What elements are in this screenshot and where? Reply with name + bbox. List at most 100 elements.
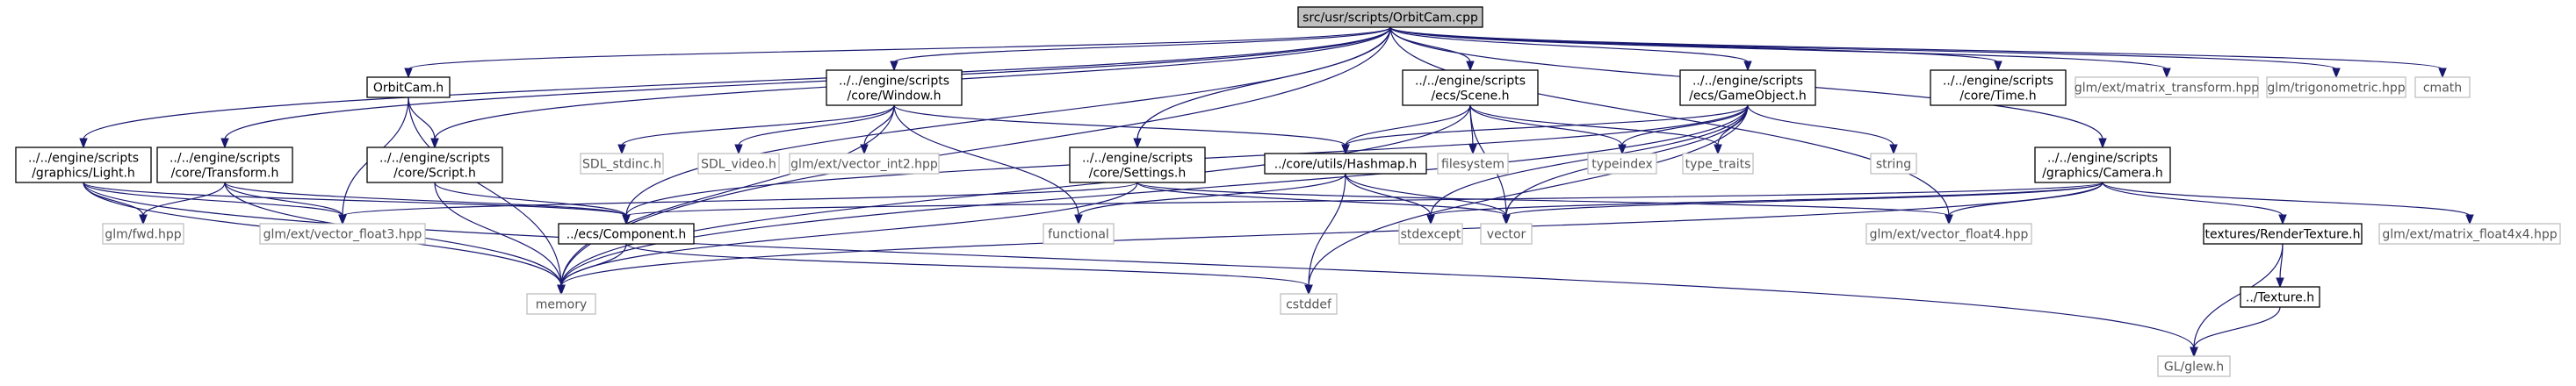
node-script[interactable]: ../../engine/scripts/core/Script.h — [366, 147, 503, 183]
node-mf4x4[interactable]: glm/ext/matrix_float4x4.hpp — [2378, 223, 2561, 245]
node-fwd[interactable]: glm/fwd.hpp — [102, 223, 184, 245]
edge-camera-to-component — [622, 182, 2103, 225]
node-rtex[interactable]: textures/RenderTexture.h — [2203, 223, 2363, 245]
node-label: GL/glew.h — [2164, 361, 2224, 375]
node-sdlvideo[interactable]: SDL_video.h — [697, 153, 780, 175]
node-label: filesystem — [1441, 158, 1504, 172]
node-filesystem[interactable]: filesystem — [1437, 153, 1509, 175]
node-vecf3[interactable]: glm/ext/vector_float3.hpp — [259, 223, 426, 245]
node-component[interactable]: ../ecs/Component.h — [558, 223, 695, 245]
edge-orbitcamh-to-script — [408, 96, 439, 149]
node-functional[interactable]: functional — [1043, 223, 1115, 245]
node-label: typeindex — [1591, 158, 1653, 172]
node-label: memory — [536, 298, 588, 312]
edge-settings-to-vecf3 — [338, 182, 1138, 225]
node-label: cstddef — [1286, 298, 1332, 312]
node-hashmap[interactable]: ../core/utils/Hashmap.h — [1264, 153, 1427, 175]
node-label: glm/ext/vector_float4.hpp — [1870, 228, 2029, 242]
node-mtransform[interactable]: glm/ext/matrix_transform.hpp — [2075, 76, 2259, 98]
node-window[interactable]: ../../engine/scripts/core/Window.h — [826, 69, 963, 106]
node-cstddef[interactable]: cstddef — [1280, 293, 1338, 315]
edge-window-to-sdlstdinc — [617, 104, 895, 155]
node-label: textures/RenderTexture.h — [2205, 228, 2361, 242]
edge-gameobject-to-hashmap — [1341, 104, 1749, 155]
node-label: ../../engine/scripts — [1082, 152, 1193, 166]
edge-script-to-memory — [434, 182, 566, 296]
edge-camera-to-stdexcept — [1426, 182, 2103, 225]
node-label: stdexcept — [1401, 228, 1461, 242]
edge-root-to-orbitcamh — [404, 26, 1391, 79]
edge-transform-to-fwd — [139, 182, 226, 225]
node-label: /graphics/Light.h — [32, 167, 135, 181]
node-label: glm/fwd.hpp — [105, 228, 181, 242]
node-label: cmath — [2423, 82, 2462, 96]
node-label: ../../engine/scripts — [2047, 152, 2158, 166]
node-label: glm/ext/matrix_transform.hpp — [2075, 82, 2259, 96]
node-label: ../../engine/scripts — [1943, 75, 2053, 89]
node-layer: src/usr/scripts/OrbitCam.cpp ../../engine… — [15, 6, 2561, 377]
node-stdexcept[interactable]: stdexcept — [1398, 223, 1463, 245]
edge-orbitcamh-to-memory — [408, 96, 566, 296]
node-label: ../../engine/scripts — [1415, 75, 1526, 89]
node-label: ../../engine/scripts — [839, 75, 949, 89]
node-cmath[interactable]: cmath — [2414, 76, 2471, 98]
node-camera[interactable]: ../../engine/scripts/graphics/Camera.h — [2034, 147, 2171, 183]
edge-camera-to-mf4x4 — [2102, 182, 2474, 225]
node-scene[interactable]: ../../engine/scripts/ecs/Scene.h — [1402, 69, 1539, 106]
node-vector[interactable]: vector — [1480, 223, 1533, 245]
node-label: glm/ext/matrix_float4x4.hpp — [2382, 228, 2557, 242]
edge-light-to-component — [83, 182, 631, 225]
node-light[interactable]: ../../engine/scripts/graphics/Light.h — [15, 147, 152, 183]
node-trig[interactable]: glm/trigonometric.hpp — [2266, 76, 2406, 98]
edge-scene-to-typetraits — [1469, 104, 1722, 155]
node-label: ../../engine/scripts — [1692, 75, 1803, 89]
node-root[interactable]: src/usr/scripts/OrbitCam.cpp — [1297, 6, 1483, 28]
edge-settings-to-vecf4 — [1136, 182, 1953, 225]
edge-component-to-memory — [557, 243, 627, 296]
node-label: /core/Settings.h — [1089, 167, 1187, 181]
edge-hashmap-to-functional — [1074, 173, 1346, 225]
node-typetraits[interactable]: type_traits — [1682, 153, 1754, 175]
edge-light-to-glew — [83, 182, 2198, 358]
node-time[interactable]: ../../engine/scripts/core/Time.h — [1930, 69, 2067, 106]
edge-window-to-vecint2 — [860, 104, 895, 155]
edge-root-to-cmath — [1389, 26, 2447, 79]
node-label: vector — [1487, 228, 1526, 242]
node-vecint2[interactable]: glm/ext/vector_int2.hpp — [789, 153, 940, 175]
node-label: functional — [1048, 228, 1109, 242]
node-glew[interactable]: GL/glew.h — [2157, 355, 2231, 377]
node-label: /core/Transform.h — [171, 167, 279, 181]
edge-root-to-trig — [1389, 26, 2341, 79]
edge-scene-to-hashmap — [1341, 104, 1471, 155]
node-orbitcamh[interactable]: OrbitCam.h — [366, 76, 451, 98]
edge-root-to-vecf4 — [1389, 26, 1953, 225]
node-typeindex[interactable]: typeindex — [1587, 153, 1657, 175]
node-texture[interactable]: ../Texture.h — [2240, 286, 2320, 308]
node-settings[interactable]: ../../engine/scripts/core/Settings.h — [1069, 147, 1206, 183]
node-memory[interactable]: memory — [526, 293, 596, 315]
node-label: /core/Window.h — [848, 89, 942, 104]
node-label: glm/ext/vector_float3.hpp — [263, 228, 422, 242]
node-label: glm/ext/vector_int2.hpp — [790, 158, 938, 172]
node-label: OrbitCam.h — [373, 82, 444, 96]
edge-gameobject-to-typeindex — [1618, 104, 1749, 155]
node-label: type_traits — [1685, 158, 1751, 172]
edge-texture-to-glew — [2190, 306, 2281, 358]
node-string[interactable]: string — [1870, 153, 1917, 175]
node-label: SDL_stdinc.h — [582, 158, 661, 172]
edge-camera-to-rtex — [2102, 182, 2287, 225]
edge-window-to-sdlvideo — [734, 104, 895, 155]
node-gameobject[interactable]: ../../engine/scripts/ecs/GameObject.h — [1679, 69, 1816, 106]
edge-scene-to-memory — [557, 104, 1471, 296]
node-label: ../core/utils/Hashmap.h — [1274, 158, 1418, 172]
node-label: ../../engine/scripts — [170, 152, 280, 166]
node-vecf4[interactable]: glm/ext/vector_float4.hpp — [1865, 223, 2032, 245]
node-label: ../../engine/scripts — [379, 152, 490, 166]
edge-window-to-memory — [557, 104, 895, 296]
node-transform[interactable]: ../../engine/scripts/core/Transform.h — [156, 147, 293, 183]
node-sdlstdinc[interactable]: SDL_stdinc.h — [580, 153, 664, 175]
node-label: /core/Time.h — [1959, 89, 2036, 104]
node-label: ../../engine/scripts — [28, 152, 139, 166]
node-label: /core/Script.h — [393, 167, 476, 181]
